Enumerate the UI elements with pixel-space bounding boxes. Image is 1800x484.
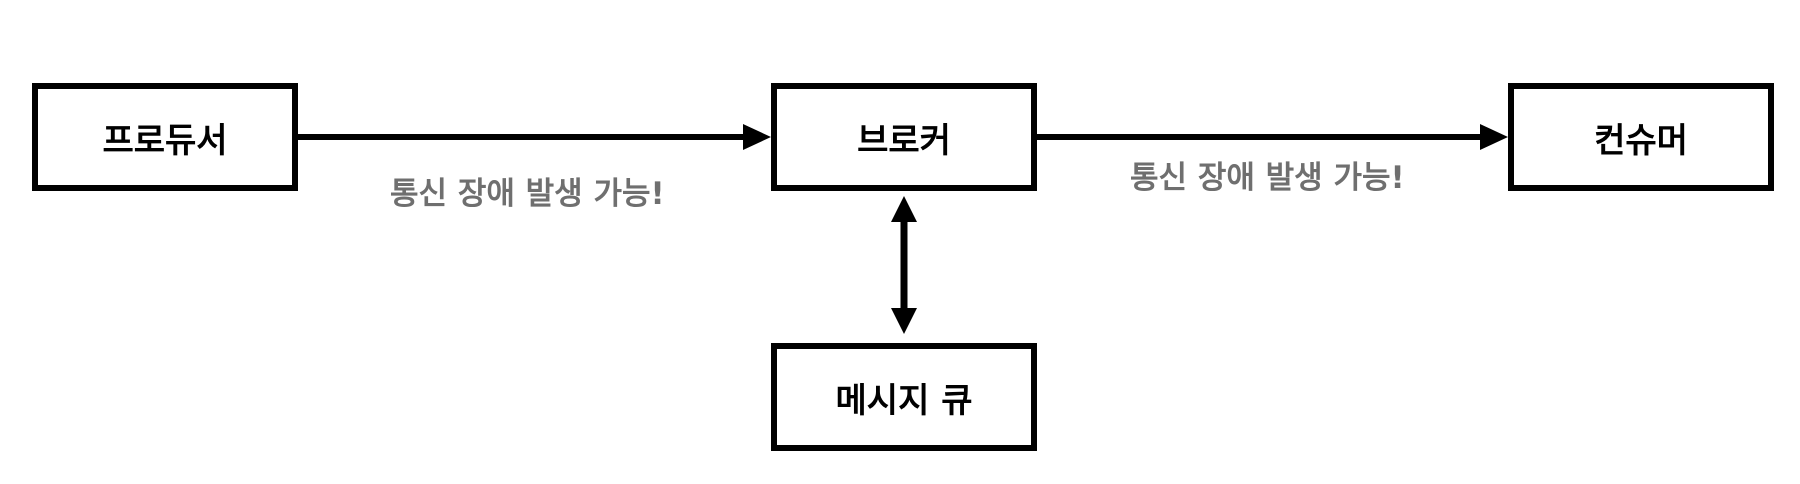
arrow-producer-to-broker bbox=[298, 124, 771, 150]
producer-node: 프로듀서 bbox=[32, 83, 298, 191]
consumer-node: 컨슈머 bbox=[1508, 83, 1774, 191]
broker-label: 브로커 bbox=[857, 120, 951, 161]
arrow-broker-queue-bidirectional bbox=[891, 196, 917, 334]
message-queue-node: 메시지 큐 bbox=[771, 343, 1037, 451]
message-queue-label: 메시지 큐 bbox=[835, 380, 973, 421]
consumer-label: 컨슈머 bbox=[1594, 120, 1688, 161]
edge-label-broker-consumer: 통신 장애 발생 가능! bbox=[1130, 160, 1405, 196]
edge-label-producer-broker: 통신 장애 발생 가능! bbox=[390, 176, 665, 212]
arrow-broker-to-consumer bbox=[1037, 124, 1508, 150]
broker-node: 브로커 bbox=[771, 83, 1037, 191]
producer-label: 프로듀서 bbox=[102, 120, 228, 161]
